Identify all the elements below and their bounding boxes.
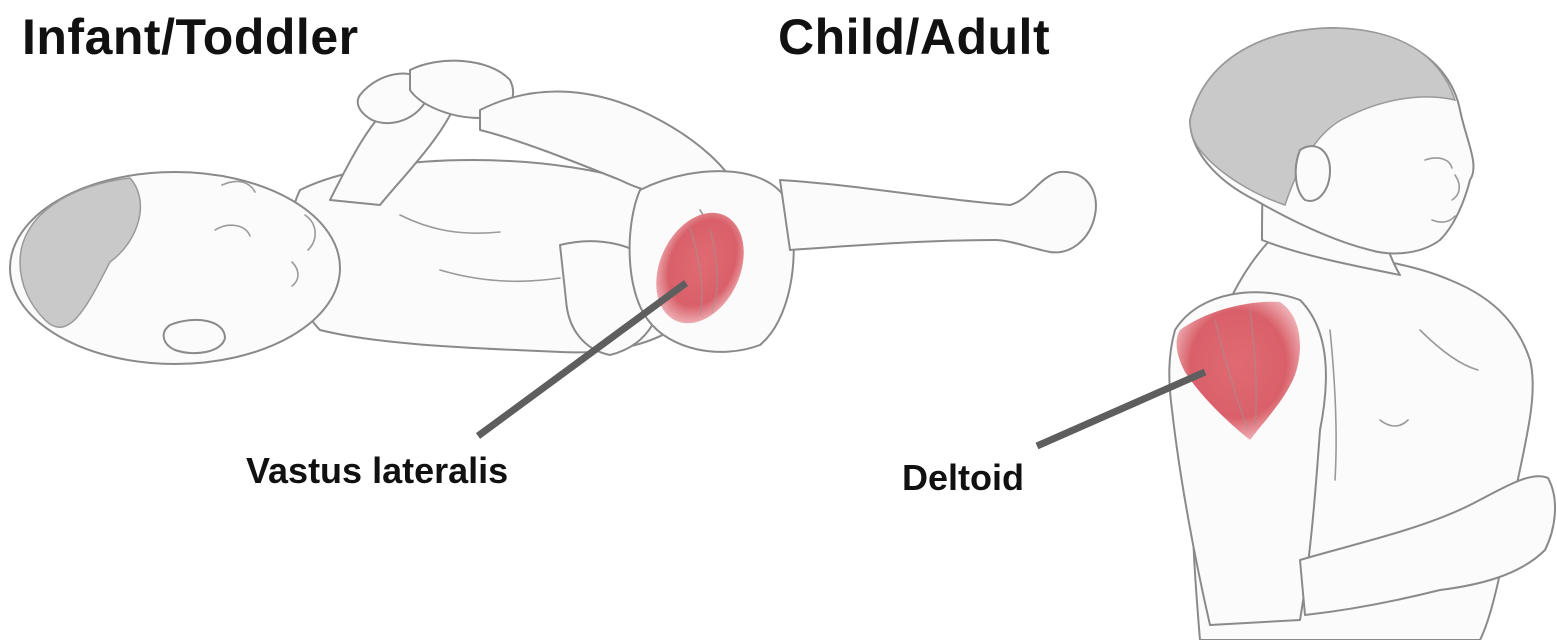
deltoid-label: Deltoid — [902, 460, 1024, 496]
vastus-lateralis-label: Vastus lateralis — [246, 453, 508, 489]
child-figure — [1169, 28, 1555, 640]
infant-figure — [10, 61, 1096, 364]
